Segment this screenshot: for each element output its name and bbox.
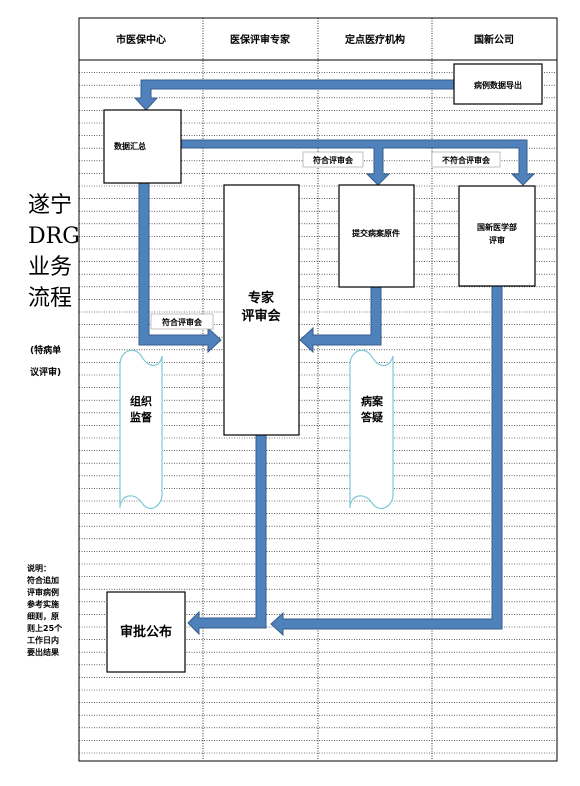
- row-lines: [79, 72, 557, 754]
- node-expert-meeting-line1: 专家: [248, 290, 275, 306]
- node-case-export: [453, 63, 543, 105]
- scroll-case-answer-line1: 病案: [361, 394, 384, 408]
- node-guoxin-review: [458, 185, 536, 287]
- node-approval: [106, 591, 186, 673]
- node-submit-records-label: 提交病案原件: [352, 228, 400, 238]
- scroll-supervision-line1: 组织: [130, 394, 152, 408]
- node-submit-records: [338, 184, 415, 288]
- label-tag: [150, 313, 214, 330]
- scroll-case-answer: [349, 349, 394, 509]
- arrow-meeting-to-approval: [187, 434, 267, 636]
- column-header-city-center: 市医保中心: [116, 33, 166, 46]
- arrow-guoxin-to-approval: [270, 285, 503, 637]
- arrow-summary-branch: [180, 139, 536, 186]
- scroll-supervision-line2: 监督: [130, 410, 152, 424]
- side-title-line: 遂宁: [28, 193, 73, 218]
- scroll-case-answer-line2: 答疑: [361, 410, 383, 424]
- side-title-line: 业务: [28, 255, 73, 280]
- arrow-export-to-summary: [133, 79, 455, 111]
- side-subtitle-line: (特病单: [30, 346, 62, 356]
- side-note-line: 细则，原: [27, 612, 59, 621]
- node-approval-label: 审批公布: [120, 624, 172, 640]
- node-data-summary: [103, 109, 182, 184]
- scroll-supervision: [119, 349, 163, 509]
- column-header-guoxin: 国新公司: [474, 33, 514, 46]
- side-subtitle: (特病单 议评审): [30, 340, 80, 384]
- side-note-line: 则上25个: [27, 624, 63, 633]
- node-expert-meeting: [223, 184, 300, 436]
- arrow-summary-to-meeting: [138, 182, 222, 354]
- label-not-qualify: 不符合评审会: [442, 155, 490, 165]
- node-data-summary-label: 数据汇总: [114, 141, 146, 151]
- node-case-export-label: 病例数据导出: [474, 80, 522, 90]
- side-title: 遂宁 DRG 业务 流程: [28, 190, 80, 314]
- side-note-line: 参考实施: [27, 600, 59, 609]
- label-qualify-top: 符合评审会: [313, 155, 353, 165]
- side-note-line: 符合追加: [27, 576, 59, 585]
- node-guoxin-review-line1: 国新医学部: [477, 222, 517, 232]
- side-note-line: 要出结果: [27, 648, 59, 657]
- side-title-line: 流程: [28, 286, 73, 311]
- label-tag: [431, 151, 501, 168]
- node-guoxin-review-line2: 评审: [489, 235, 505, 245]
- side-title-line: DRG: [28, 224, 80, 249]
- arrow-submit-to-meeting: [299, 286, 382, 354]
- label-qualify-left: 符合评审会: [162, 317, 202, 327]
- side-note-line: 工作日内: [27, 636, 59, 645]
- label-tag: [302, 151, 364, 168]
- side-note-line: 评审病例: [27, 588, 59, 597]
- side-note-line: 说明：: [27, 564, 51, 573]
- side-note: 说明： 符合追加 评审病例 参考实施 细则，原 则上25个 工作日内 要出结果: [27, 563, 81, 659]
- column-header-hospitals: 定点医疗机构: [345, 33, 405, 46]
- column-header-experts: 医保评审专家: [230, 33, 291, 46]
- node-expert-meeting-line2: 评审会: [241, 308, 281, 324]
- side-subtitle-line: 议评审): [30, 368, 62, 378]
